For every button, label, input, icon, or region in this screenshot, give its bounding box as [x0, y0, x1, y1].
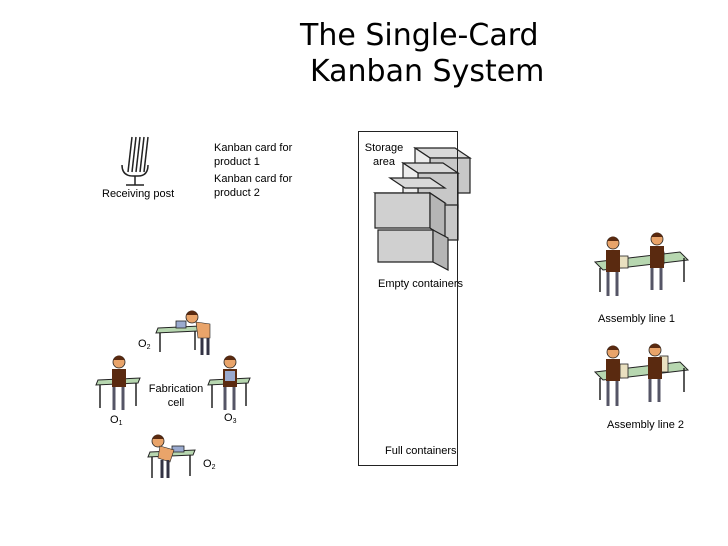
operator-label-o2-bottom: O2	[203, 457, 215, 475]
receiving-post-label: Receiving post	[102, 188, 175, 200]
operator-sub: 2	[211, 464, 216, 471]
full-containers-label: Full containers	[385, 445, 457, 457]
kanban-card-2: Kanban card for product 2	[214, 172, 292, 200]
assembly-line-2-icon	[593, 343, 690, 406]
operator-base: O	[110, 414, 119, 426]
storage-area-box	[358, 131, 458, 466]
operator-label-o3: O3	[224, 411, 236, 429]
operator-sub: 3	[232, 418, 237, 425]
title-line-1: The Single-Card	[300, 18, 539, 53]
fabrication-worker-right-icon	[207, 355, 251, 410]
assembly-line-1-label: Assembly line 1	[598, 313, 676, 325]
kanban-card-2-line1: Kanban card for	[214, 173, 293, 185]
operator-label-o2-top: O2	[138, 337, 150, 355]
fabrication-label-line2: cell	[167, 397, 185, 409]
fabrication-worker-bottom-icon	[147, 434, 196, 478]
fabrication-label-line1: Fabrication	[148, 383, 204, 395]
storage-label-line2: area	[372, 156, 396, 168]
operator-label-o1: O1	[110, 413, 122, 431]
assembly-line-1-icon	[593, 232, 690, 296]
fabrication-cell-label: Fabrication cell	[146, 382, 206, 410]
kanban-card-1-line1: Kanban card for	[214, 142, 293, 154]
kanban-card-2-line2: product 2	[214, 187, 260, 199]
kanban-card-1-line2: product 1	[214, 156, 260, 168]
empty-containers-label: Empty containers	[378, 278, 463, 290]
container-stack-icon	[373, 146, 472, 271]
operator-sub: 2	[146, 344, 151, 351]
operator-sub: 1	[118, 420, 123, 427]
kanban-card-1: Kanban card for product 1	[214, 141, 292, 169]
title-line-2: Kanban System	[310, 54, 545, 89]
fabrication-worker-left-icon	[95, 355, 141, 410]
assembly-line-2-label: Assembly line 2	[607, 419, 685, 431]
page-title: The Single-Card Kanban System	[300, 18, 600, 90]
storage-label-line1: Storage	[364, 142, 404, 154]
storage-area-label: Storage area	[362, 141, 406, 169]
fabrication-worker-top-icon	[155, 310, 211, 355]
operator-base: O	[203, 458, 212, 470]
receiving-post-icon	[121, 136, 149, 186]
operator-base: O	[138, 338, 147, 350]
operator-base: O	[224, 412, 233, 424]
